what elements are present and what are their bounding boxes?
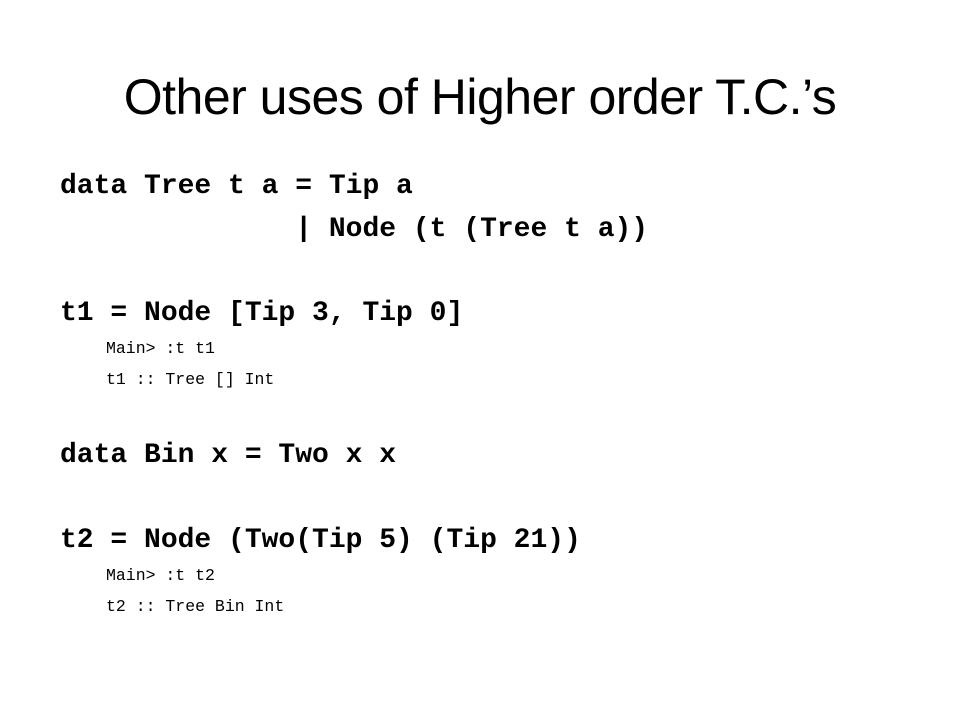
- code-t2-definition: t2 = Node (Two(Tip 5) (Tip 21)): [60, 525, 581, 556]
- ghci-result-t1: t1 :: Tree [] Int: [106, 370, 275, 389]
- ghci-result-t2: t2 :: Tree Bin Int: [106, 597, 285, 616]
- ghci-prompt-t2: Main> :t t2: [106, 566, 215, 585]
- code-t1-definition: t1 = Node [Tip 3, Tip 0]: [60, 298, 464, 329]
- ghci-prompt-t1: Main> :t t1: [106, 339, 215, 358]
- code-bin-decl: data Bin x = Two x x: [60, 440, 397, 471]
- code-tree-decl-line2: | Node (t (Tree t a)): [60, 214, 649, 245]
- code-tree-decl-line1: data Tree t a = Tip a: [60, 171, 413, 202]
- slide-title: Other uses of Higher order T.C.’s: [123, 69, 837, 125]
